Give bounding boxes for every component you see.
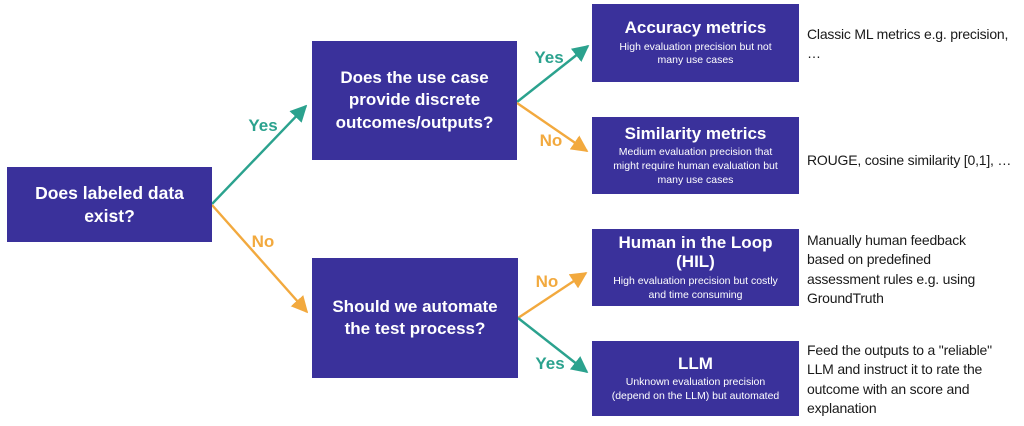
node-discrete-outcomes-question: Does the use case provide discrete outco… [312,41,517,160]
arrow-discrete-yes [516,44,590,103]
node-accuracy-metrics: Accuracy metrics High evaluation precisi… [592,4,799,82]
edge-label-discrete-yes: Yes [534,48,563,67]
edge-label-automate-no: No [536,272,559,291]
arrow-root-no [211,204,309,314]
node-title: Accuracy metrics [624,18,767,38]
node-human-in-the-loop: Human in the Loop (HIL) High evaluation … [592,229,799,306]
edge-label-discrete-no: No [540,131,563,150]
edge-label-root-no: No [252,232,275,251]
arrow-discrete-no [516,102,589,152]
annotation-human-in-the-loop: Manually human feedback based on predefi… [807,232,976,306]
node-subtitle: High evaluation precision but not many u… [619,40,772,67]
node-label: Does labeled data exist? [35,182,184,226]
annotation-llm: Feed the outputs to a "reliable" LLM and… [807,342,992,416]
node-llm: LLM Unknown evaluation precision (depend… [592,341,799,416]
node-automate-test-question: Should we automate the test process? [312,258,518,378]
node-title: Similarity metrics [624,123,767,143]
arrow-root-yes [211,104,308,205]
node-label: Should we automate the test process? [332,296,498,338]
node-label: Does the use case provide discrete outco… [335,68,494,132]
node-subtitle: Medium evaluation precision that might r… [613,146,778,186]
node-title: Human in the Loop (HIL) [618,232,773,272]
node-subtitle: Unknown evaluation precision (depend on … [611,376,780,402]
arrow-automate-no [517,271,588,320]
node-subtitle: High evaluation precision but costly and… [613,274,778,301]
node-labeled-data-question: Does labeled data exist? [7,167,212,242]
node-similarity-metrics: Similarity metrics Medium evaluation pre… [592,117,799,194]
annotation-similarity-metrics: ROUGE, cosine similarity [0,1], … [807,152,1012,168]
edge-label-root-yes: Yes [248,116,277,135]
arrow-automate-yes [517,317,589,374]
node-title: LLM [678,353,713,373]
annotation-accuracy-metrics: Classic ML metrics e.g. precision, … [807,26,1009,62]
edge-label-automate-yes: Yes [535,354,564,373]
